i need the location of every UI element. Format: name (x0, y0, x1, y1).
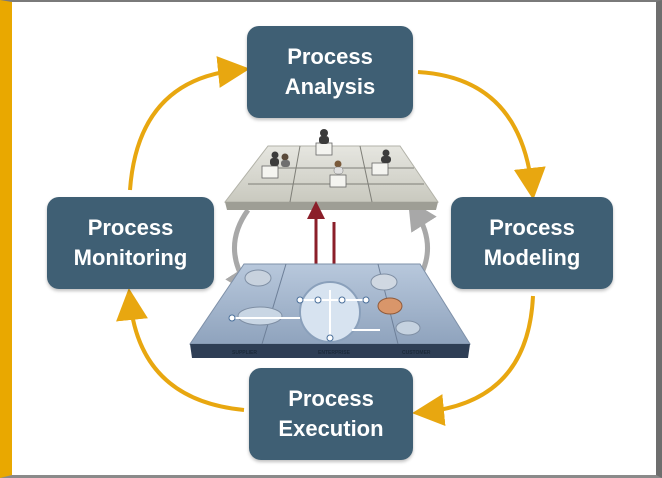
process-modeling-line1: Process (489, 215, 575, 240)
node-top-right (370, 273, 398, 291)
person-body-5 (381, 156, 391, 163)
desk-1 (315, 142, 333, 156)
process-execution-line2: Execution (278, 416, 384, 441)
zone-label-enterprise: ENTERPRISE (318, 350, 351, 356)
person-head-5 (382, 149, 390, 157)
arrow-modeling-to-execution (412, 295, 535, 427)
process-monitoring-line1: Process (87, 215, 174, 240)
arrow-monitoring-to-analysis (128, 56, 250, 191)
systems-link-nodes (228, 296, 370, 342)
process-modeling-box: Process Modeling (451, 197, 613, 289)
person-head-2 (271, 151, 279, 159)
people-desks (261, 142, 389, 188)
process-monitoring-line2: Monitoring (73, 245, 188, 270)
person-head-4 (334, 160, 342, 168)
process-monitoring-box: Process Monitoring (47, 197, 214, 289)
desk-4 (371, 162, 389, 176)
node-customer-orange (377, 297, 403, 315)
process-analysis-box: Process Analysis (247, 26, 413, 118)
zone-label-customer: CUSTOMER (402, 350, 431, 356)
person-body-1 (319, 136, 329, 144)
node-top-left (244, 269, 272, 287)
cycle-arrows (116, 56, 546, 427)
node-customer-blue (395, 320, 421, 336)
arrow-analysis-to-modeling (417, 70, 546, 200)
person-body-4 (333, 166, 344, 175)
process-analysis-line1: Process (287, 44, 373, 69)
systems-platform: SUPPLIER ENTERPRISE CUSTOMER (189, 263, 471, 358)
desk-3 (329, 174, 347, 188)
systems-links (232, 290, 380, 338)
process-analysis-line2: Analysis (284, 74, 376, 99)
person-body-2 (270, 158, 279, 166)
people-platform (223, 129, 439, 210)
systems-platform-edge (190, 344, 470, 358)
desk-2 (261, 165, 279, 179)
process-execution-line1: Process (288, 386, 374, 411)
process-modeling-line2: Modeling (483, 245, 581, 270)
people-platform-edge (225, 202, 438, 210)
zone-label-supplier: SUPPLIER (232, 350, 257, 356)
people-figures (270, 129, 391, 175)
person-head-3 (281, 153, 289, 161)
process-execution-box: Process Execution (249, 368, 413, 460)
arrow-execution-to-monitoring (116, 288, 245, 412)
person-head-1 (320, 129, 328, 137)
node-supplier (237, 306, 283, 326)
person-body-3 (281, 160, 290, 167)
